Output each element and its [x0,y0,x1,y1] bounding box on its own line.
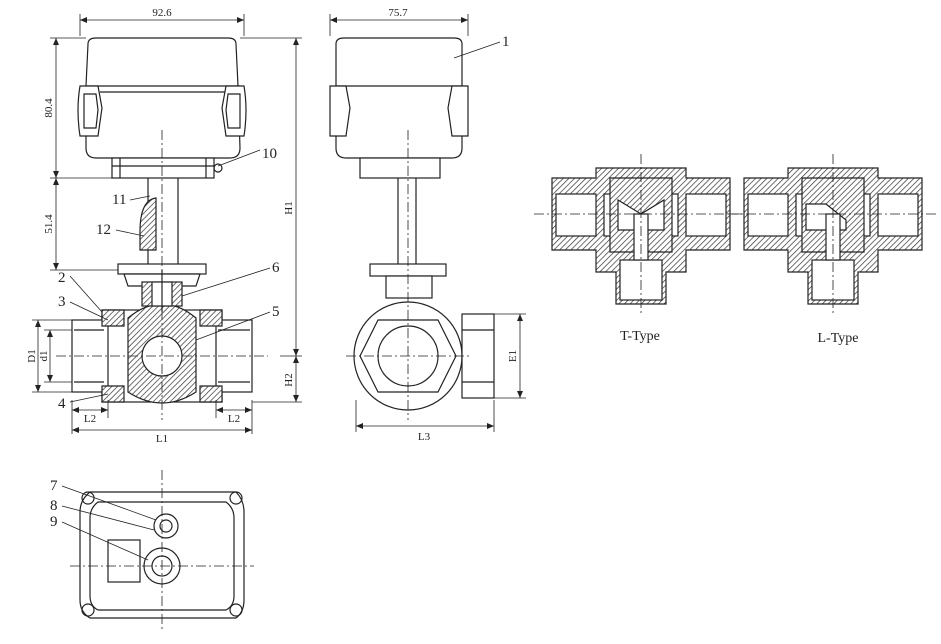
side-dimensions [329,14,526,432]
callout-9: 9 [50,514,58,530]
dim-actuator-height: 80.4 [43,98,55,118]
dim-width-side: 75.7 [388,7,408,19]
dim-thread-left: L2 [84,413,96,425]
callout-3: 3 [58,294,66,310]
l-type-label: L-Type [817,331,858,346]
callout-8: 8 [50,498,58,514]
callout-4: 4 [58,396,66,412]
front-leaders [69,149,271,403]
dim-outer-diameter: D1 [26,349,38,362]
dim-width-front: 92.6 [152,7,172,19]
callout-5: 5 [272,304,280,320]
top-leaders [61,485,157,561]
actuator-front [77,37,247,179]
l-type-section [728,154,936,314]
callout-10: 10 [262,146,277,162]
front-view [56,37,268,420]
callout-7: 7 [50,478,58,494]
dim-inner-diameter: d1 [38,351,50,362]
dim-side-length: L3 [418,431,431,443]
callout-11: 11 [112,192,126,208]
callout-12: 12 [96,222,111,238]
t-type-label: T-Type [620,329,660,344]
front-dimensions [32,14,302,434]
dim-port-height: E1 [507,350,519,362]
callout-6: 6 [272,260,280,276]
dim-length: L1 [156,433,168,445]
dim-total-height: H1 [283,201,295,214]
top-view [70,470,254,630]
callout-2: 2 [58,270,66,286]
side-view [329,37,495,420]
t-type-section [534,154,746,314]
dim-thread-right: L2 [228,413,240,425]
dim-center-height: H2 [283,373,295,386]
dim-stem-height: 51.4 [43,214,55,234]
callout-1: 1 [502,34,510,50]
